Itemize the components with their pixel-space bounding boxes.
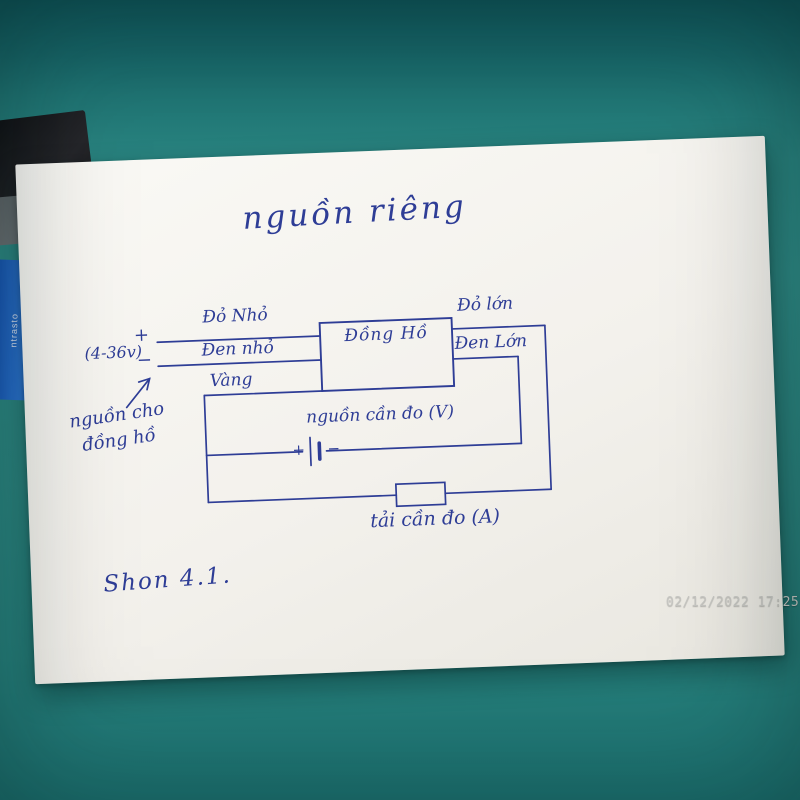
load-loop-right: [444, 488, 553, 495]
arrow-up-icon: [125, 377, 151, 409]
battery-short-plate: [317, 441, 322, 461]
circuit-diagram: [125, 316, 553, 508]
arrow-head-icon: [137, 377, 151, 391]
wire-yellow-label: Vàng: [209, 369, 253, 392]
supply-minus-sign: −: [136, 349, 153, 372]
meter-box: [318, 316, 456, 392]
source-loop-right: [325, 442, 523, 452]
battery-minus-sign: −: [327, 439, 341, 458]
wire-red-large-vertical: [544, 324, 553, 491]
paper-sheet: nguồn riêng + (4-36v) − Đỏ Nhỏ Đen nhỏ Đ…: [15, 135, 785, 685]
blue-box-label: ntrasto: [8, 312, 20, 348]
load-resistor-box: [394, 481, 447, 508]
wire-black-small-label: Đen nhỏ: [201, 337, 275, 361]
supply-voltage-label: (4-36v): [84, 341, 143, 364]
wire-black-small-line: [157, 359, 322, 368]
wire-red-small-line: [156, 335, 321, 344]
wire-black-large-line: [452, 355, 519, 360]
battery-long-plate: [309, 436, 312, 467]
load-loop-left: [207, 494, 398, 504]
wire-black-large-vertical: [517, 355, 523, 445]
source-loop-left: [205, 450, 304, 457]
measured-load-label: tải cần đo (A): [369, 505, 501, 533]
camera-timestamp: 02/12/2022 17:25: [666, 595, 800, 610]
wire-red-small-label: Đỏ Nhỏ: [201, 305, 269, 328]
battery-plus-sign: +: [292, 440, 306, 460]
wire-yellow-vertical: [203, 394, 210, 504]
wire-yellow-line: [203, 390, 324, 397]
wire-red-large-label: Đỏ lớn: [456, 293, 514, 316]
wire-red-large-line: [451, 324, 546, 330]
wire-black-large-label: Đen Lớn: [454, 331, 528, 354]
